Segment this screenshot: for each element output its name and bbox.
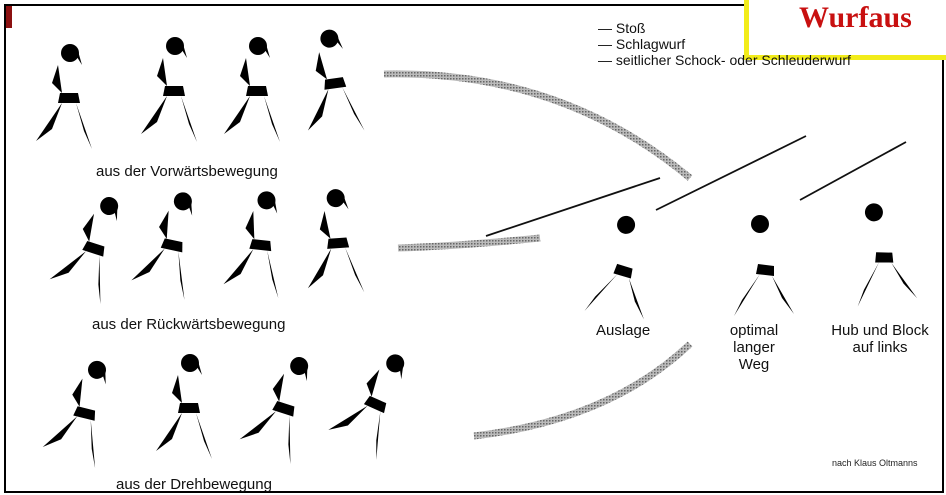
forward-figure-2	[141, 37, 197, 142]
diagram-frame	[4, 4, 944, 493]
legend-item-stoss: — Stoß	[598, 20, 646, 36]
forward-figure-4	[294, 26, 365, 139]
rotation-figure-3	[237, 346, 323, 465]
javelin-weg	[655, 135, 807, 211]
legend: — Stoß — Schlagwurf — seitlicher Schock-…	[598, 20, 851, 68]
label-forward: aus der Vorwärtsbewegung	[96, 163, 278, 180]
label-rotation: aus der Drehbewegung	[116, 476, 272, 493]
forward-figure-1	[36, 44, 92, 149]
backward-arrow-band	[397, 234, 541, 252]
page-title: Wurfaus	[799, 1, 912, 34]
auslage-figure	[578, 210, 666, 323]
legend-item-schleuderwurf: — seitlicher Schock- oder Schleuderwurf	[598, 52, 851, 68]
rotation-figure-2	[156, 354, 212, 459]
backward-figure-3	[222, 187, 290, 299]
label-backward: aus der Rückwärtsbewegung	[92, 316, 286, 333]
corner-accent	[6, 6, 12, 28]
rotation-figure-4	[325, 341, 419, 461]
legend-item-schlagwurf: — Schlagwurf	[598, 36, 686, 52]
backward-figure-4	[301, 187, 365, 297]
credit: nach Klaus Oltmanns	[832, 458, 918, 468]
forward-figure-3	[224, 37, 280, 142]
label-hub: Hub und Block auf links	[831, 322, 929, 356]
javelin-hub	[799, 141, 907, 201]
javelin-auslage	[485, 177, 661, 237]
rotation-arrow-band	[473, 341, 693, 440]
backward-figure-2	[129, 185, 207, 300]
rotation-figure-1	[40, 352, 121, 469]
hub-figure	[841, 199, 922, 308]
forward-arrow-band	[383, 70, 693, 181]
backward-figure-1	[47, 186, 133, 305]
title-box: Wurfaus	[744, 0, 946, 60]
weg-figure	[728, 215, 798, 316]
label-auslage: Auslage	[596, 322, 651, 339]
label-weg: optimal langer Weg	[729, 322, 779, 373]
